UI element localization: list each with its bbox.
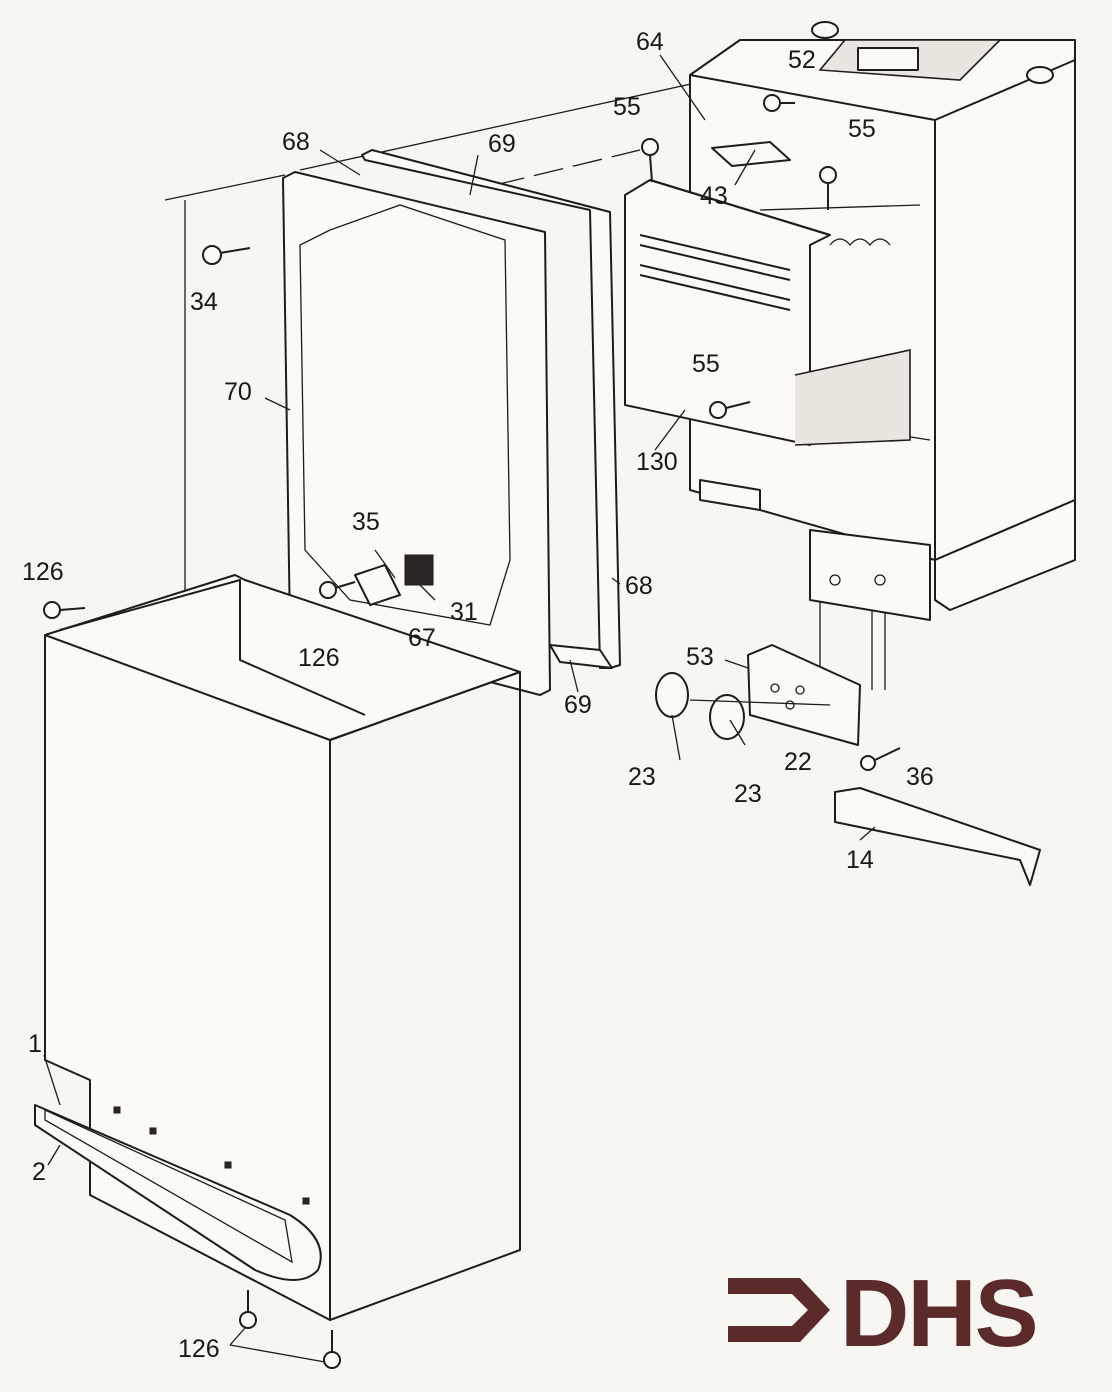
dhs-logo: DHS <box>728 1260 1039 1367</box>
callout-69: 69 <box>564 691 592 719</box>
callout-126: 126 <box>298 644 340 672</box>
callout-23: 23 <box>734 780 762 808</box>
screw-55-mid <box>709 401 751 419</box>
callout-1: 1 <box>28 1030 42 1058</box>
leader-lines <box>43 54 876 1363</box>
callout-55: 55 <box>613 93 641 121</box>
callout-52: 52 <box>788 46 816 74</box>
callout-64: 64 <box>636 28 664 56</box>
callout-69: 69 <box>488 130 516 158</box>
screw-126-bottom-b <box>323 1330 341 1369</box>
callout-31: 31 <box>450 598 478 626</box>
callout-55: 55 <box>692 350 720 378</box>
bracket-43 <box>711 141 791 167</box>
screw-34 <box>202 245 251 265</box>
screws <box>43 94 901 1369</box>
callout-43: 43 <box>700 182 728 210</box>
callout-70: 70 <box>224 378 252 406</box>
callout-labels: 64 52 55 55 68 69 43 34 70 55 130 35 126… <box>22 28 934 1363</box>
callout-35: 35 <box>352 508 380 536</box>
screw-52 <box>763 94 795 112</box>
callout-36: 36 <box>906 763 934 791</box>
screw-55-right <box>819 166 837 210</box>
screw-55-top <box>641 138 659 183</box>
trim-strip-2 <box>34 1104 322 1281</box>
callout-23: 23 <box>628 763 656 791</box>
callout-22: 22 <box>784 748 812 776</box>
callout-126: 126 <box>178 1335 220 1363</box>
arrow-logo-icon <box>728 1278 830 1342</box>
bracket-14 <box>834 787 1041 886</box>
callout-68: 68 <box>625 572 653 600</box>
callout-130: 130 <box>636 448 678 476</box>
gasket-69 <box>361 149 621 669</box>
callout-55: 55 <box>848 115 876 143</box>
callout-126: 126 <box>22 558 64 586</box>
callout-2: 2 <box>32 1158 46 1186</box>
outer-casing <box>44 574 521 1321</box>
svg-text:DHS: DHS <box>840 1260 1037 1367</box>
control-box <box>624 179 911 446</box>
callout-68: 68 <box>282 128 310 156</box>
screw-126-bottom-a <box>239 1290 257 1329</box>
screw-126-left <box>43 601 86 619</box>
callout-67: 67 <box>408 624 436 652</box>
callout-53: 53 <box>686 643 714 671</box>
callout-14: 14 <box>846 846 874 874</box>
screw-126-panel <box>319 581 356 599</box>
callout-34: 34 <box>190 288 218 316</box>
knob-23a <box>655 672 689 718</box>
bracket-53 <box>747 644 861 746</box>
screw-36 <box>860 747 901 771</box>
